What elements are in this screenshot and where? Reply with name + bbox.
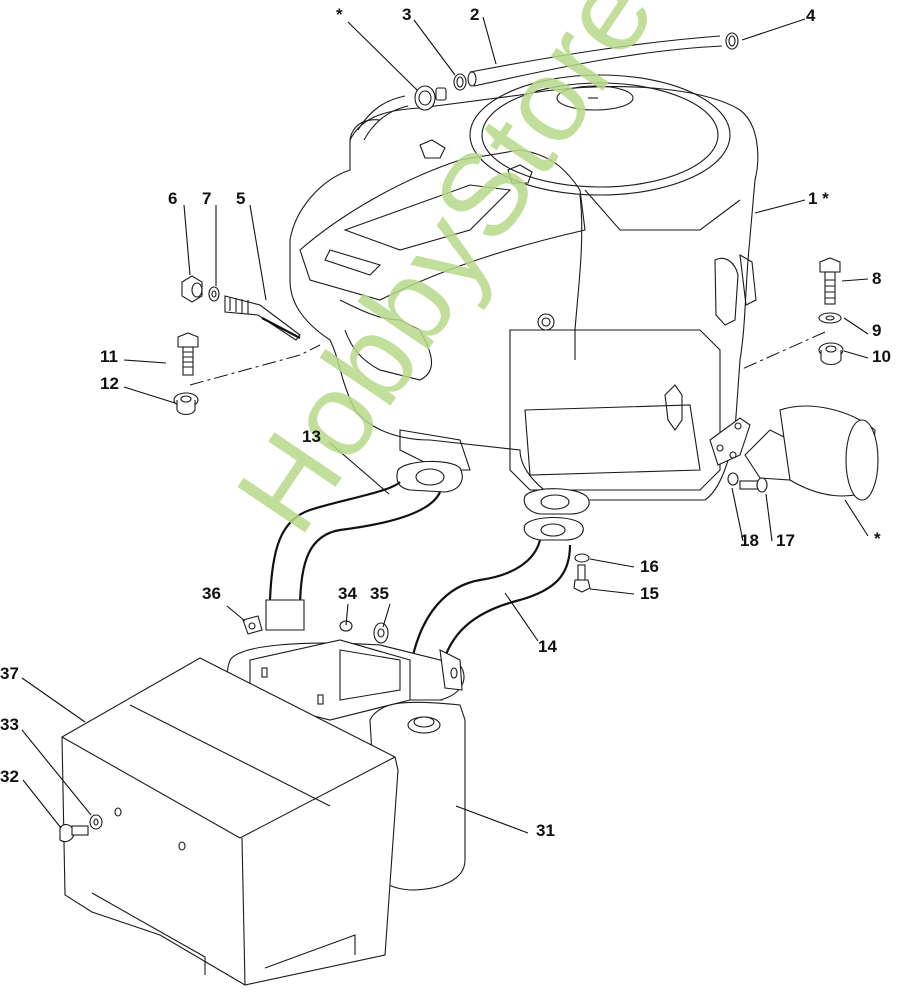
label-34: 36 [202, 584, 221, 603]
label-5: 5 [236, 189, 246, 208]
label-9: 9 [872, 321, 882, 340]
hose-clamp-3 [453, 73, 467, 91]
bolt-15 [573, 564, 591, 593]
label-16: 16 [640, 557, 659, 576]
label-33: 35 [370, 584, 389, 603]
bolt-11 [177, 332, 199, 376]
bolt-17 [739, 477, 768, 493]
label-6: 6 [168, 189, 178, 208]
label-31: 31 [536, 821, 555, 840]
label-32: 34 [338, 584, 357, 603]
exhaust-pipe-13 [265, 481, 442, 631]
label-fuel-filter: * [336, 5, 343, 24]
label-15: 15 [640, 584, 659, 603]
label-37: 33 [0, 715, 19, 734]
label-10: 10 [872, 347, 891, 366]
label-3: 3 [402, 5, 412, 24]
gasket-right [523, 488, 590, 515]
washer-16 [574, 553, 590, 563]
label-fuel-pump: * [874, 529, 881, 548]
label-14: 14 [538, 637, 557, 656]
nut-6 [181, 275, 203, 303]
label-2: 2 [470, 5, 480, 24]
toothed-washer-33 [373, 622, 389, 644]
toothed-washer-9 [818, 312, 842, 324]
bolt-36 [59, 823, 89, 843]
washer-7 [208, 286, 220, 302]
label-17: 17 [776, 531, 795, 550]
label-8: 8 [872, 269, 882, 288]
fuel-hose [357, 35, 723, 141]
label-35: 37 [0, 664, 19, 683]
label-4: 4 [806, 6, 816, 25]
engine [289, 74, 759, 501]
muffler-31 [226, 639, 466, 891]
leader-lines [21, 16, 869, 834]
fuel-pump [709, 405, 879, 501]
bolt-8 [819, 257, 841, 305]
muffler-guard-35 [61, 657, 399, 986]
label-36: 32 [0, 767, 19, 786]
label-1: 1 * [808, 189, 829, 208]
flange-nut-10 [818, 342, 844, 366]
flange-nut-12 [173, 392, 199, 416]
washer-37 [89, 814, 103, 830]
washer-18 [727, 472, 739, 486]
gasket-left [396, 460, 463, 493]
label-11: 11 [100, 347, 118, 366]
fuel-filter [414, 85, 447, 111]
stud-5 [224, 295, 301, 341]
cage-nut-34 [242, 615, 263, 635]
label-18: 18 [740, 531, 759, 550]
label-13: 13 [302, 427, 321, 446]
hose-clamp-4 [725, 32, 739, 50]
label-7: 7 [202, 189, 212, 208]
label-12: 12 [100, 374, 119, 393]
